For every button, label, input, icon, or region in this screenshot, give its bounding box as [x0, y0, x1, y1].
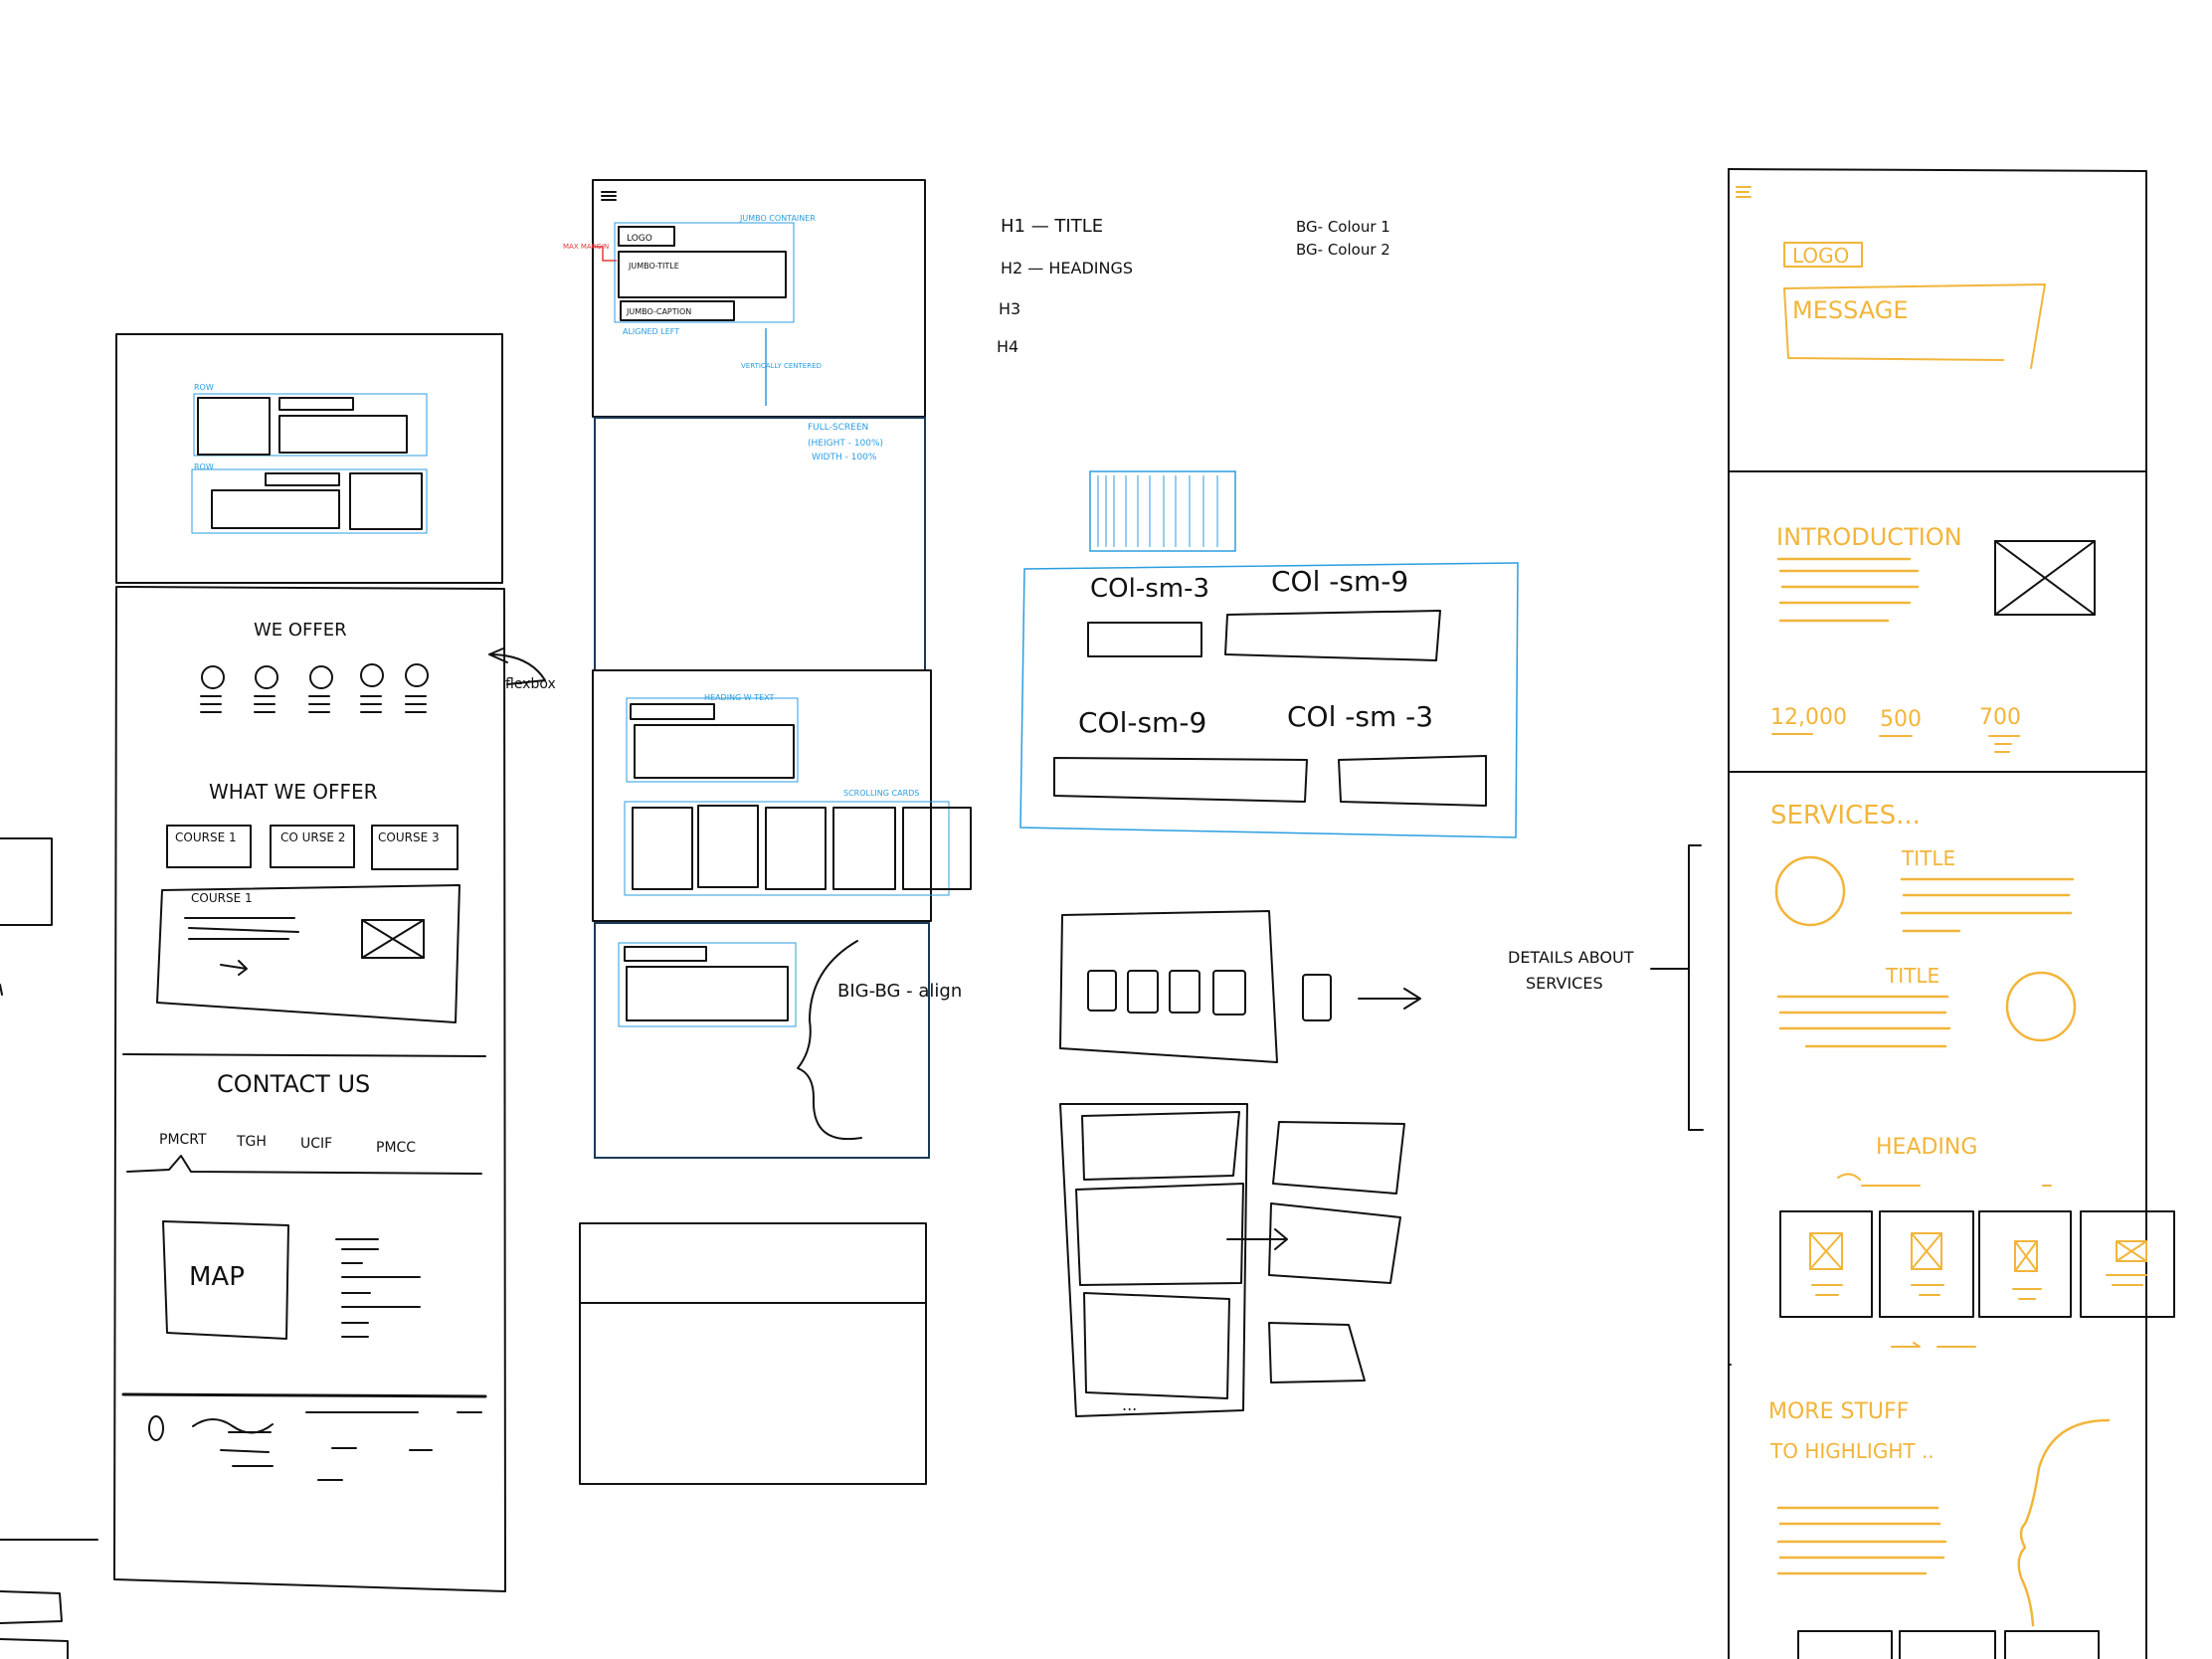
aligned-left-note: ALIGNED LEFT — [623, 327, 679, 336]
details-note-line-1: DETAILS ABOUT — [1508, 948, 1634, 967]
course-2-card: CO URSE 2 — [280, 830, 345, 844]
row-label-2: ROW — [194, 462, 214, 471]
col-sm-3-label-2: COl -sm -3 — [1287, 700, 1433, 733]
contact-tab-2: TGH — [236, 1134, 267, 1150]
jumbo-container-label: JUMBO CONTAINER — [739, 214, 816, 223]
scrolling-cards-note: SCROLLING CARDS — [843, 789, 919, 798]
contact-tab-4: PMCC — [376, 1140, 416, 1156]
h2-note: H2 — HEADINGS — [1001, 259, 1133, 277]
we-offer-heading: WE OFFER — [254, 620, 347, 641]
h4-note: H4 — [997, 337, 1018, 356]
col-sm-3-label-1: COl-sm-3 — [1090, 574, 1209, 604]
full-screen-note-2: (HEIGHT - 100%) — [808, 439, 883, 449]
row-label-1: ROW — [194, 383, 214, 392]
contact-tab-1: PMCRT — [159, 1132, 207, 1148]
course-3-card: COURSE 3 — [378, 830, 440, 844]
typography-notes: H1 — TITLE H2 — HEADINGS H3 H4 BG- Colou… — [997, 216, 1390, 356]
jumbo-logo: LOGO — [627, 234, 652, 244]
course-detail-label: COURSE 1 — [191, 891, 253, 905]
more-stuff-line-2: TO HIGHLIGHT .. — [1769, 1439, 1935, 1463]
more-cards-ellipsis: ... — [1122, 1395, 1137, 1414]
left-edge-fragments — [0, 837, 98, 1659]
contact-us-heading: CONTACT US — [217, 1070, 370, 1098]
map-placeholder: MAP — [189, 1262, 245, 1292]
h3-note: H3 — [999, 299, 1020, 318]
big-bg-note: BIG-BG - align — [837, 981, 962, 1002]
jumbo-title-box: JUMBO-TITLE — [628, 262, 679, 271]
contact-tab-3: UCIF — [300, 1136, 332, 1152]
introduction-heading: INTRODUCTION — [1776, 523, 1962, 551]
what-we-offer-heading: WHAT WE OFFER — [209, 780, 378, 804]
more-stuff-line-1: MORE STUFF — [1768, 1399, 1909, 1424]
jumbo-caption-box: JUMBO-CAPTION — [626, 307, 691, 316]
offer-icons — [200, 663, 429, 713]
heading-text-note: HEADING W TEXT — [704, 693, 775, 702]
services-heading: SERVICES... — [1770, 801, 1921, 830]
col-sm-9-label-1: COl -sm-9 — [1271, 565, 1408, 598]
stat-3: 700 — [1979, 705, 2021, 730]
wireframe-c: LOGO MESSAGE INTRODUCTION 12,000 500 700… — [1508, 168, 2175, 1659]
full-screen-note-3: WIDTH - 100% — [812, 453, 877, 462]
card-sketches: ... — [1059, 910, 1421, 1417]
course-1-card: COURSE 1 — [175, 830, 237, 844]
flexbox-note: flexbox — [505, 676, 556, 692]
details-note-line-2: SERVICES — [1526, 974, 1603, 993]
heading-label: HEADING — [1876, 1135, 1977, 1160]
hero-message: MESSAGE — [1792, 296, 1909, 324]
bg-colour-2-note: BG- Colour 2 — [1296, 241, 1390, 259]
wireframe-b: JUMBO CONTAINER LOGO JUMBO-TITLE JUMBO-C… — [563, 179, 972, 1485]
carousel-image-icons — [1809, 1232, 2147, 1300]
service-title-1: TITLE — [1901, 846, 1955, 870]
bg-colour-1-note: BG- Colour 1 — [1296, 218, 1390, 236]
stat-1: 12,000 — [1770, 705, 1847, 730]
service-title-2: TITLE — [1885, 964, 1939, 988]
stat-2: 500 — [1880, 707, 1922, 732]
h1-note: H1 — TITLE — [1001, 216, 1103, 237]
margin-note: MAX MARGIN — [563, 243, 609, 251]
wireframe-a: ROW ROW WE OFFER WHAT WE OFFER COURSE 1 … — [113, 333, 556, 1592]
hero-logo: LOGO — [1792, 244, 1849, 268]
col-sm-9-label-2: COl-sm-9 — [1078, 706, 1206, 739]
grid-notes: COl-sm-3 COl -sm-9 COl-sm-9 COl -sm -3 — [1019, 470, 1519, 838]
full-screen-note-1: FULL-SCREEN — [808, 423, 868, 433]
vertically-centered-note: VERTICALLY CENTERED — [741, 362, 822, 370]
